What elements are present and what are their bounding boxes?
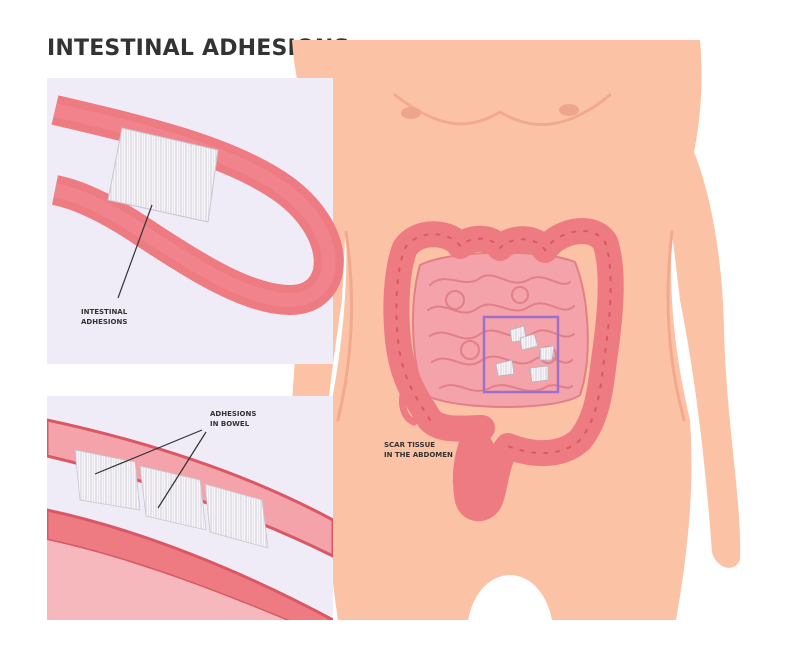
bottom-inset-panel: ADHESIONS IN BOWEL xyxy=(47,396,333,660)
right-nipple xyxy=(559,104,579,116)
left-nipple xyxy=(401,107,421,119)
top-inset-panel: INTESTINAL ADHESIONS xyxy=(47,78,333,364)
small-intestine xyxy=(413,253,588,407)
